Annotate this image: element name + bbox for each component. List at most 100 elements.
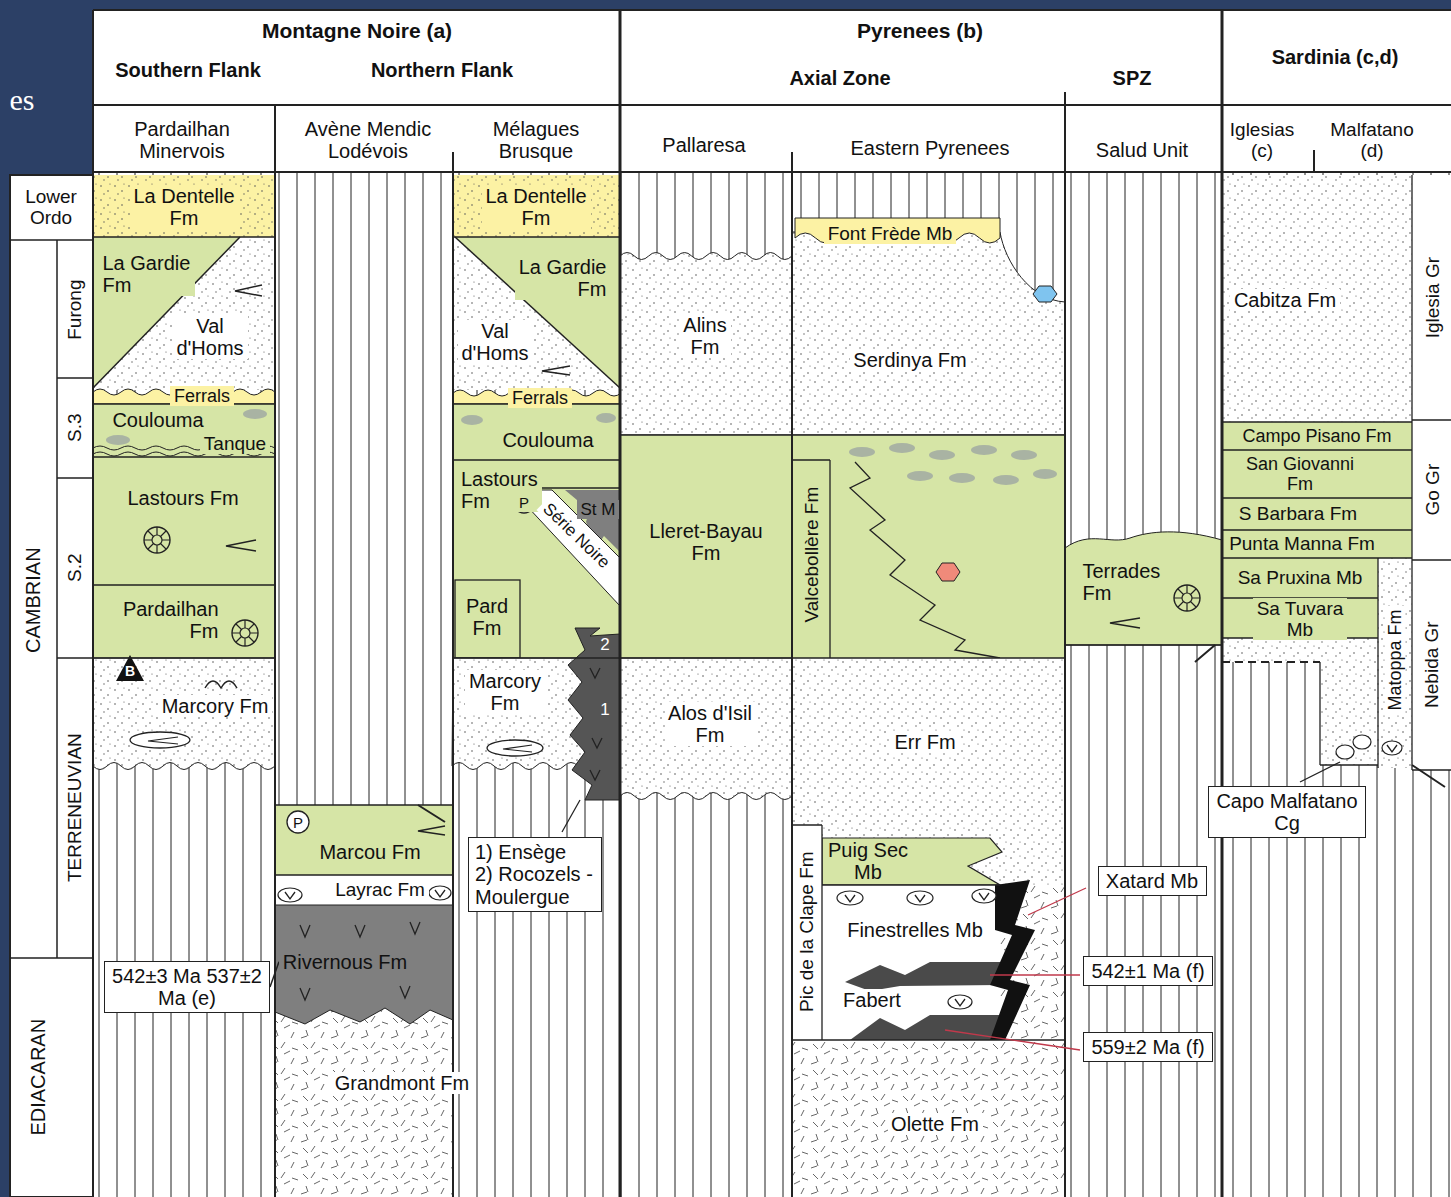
fossil-symbols — [1011, 450, 1037, 460]
fossil-symbols — [106, 435, 130, 445]
fossil-symbols — [929, 450, 955, 460]
callout-number: 2 — [600, 635, 611, 654]
time-scale-label: Lower Ordo — [25, 186, 78, 229]
unit-name: Ferrals — [511, 388, 569, 408]
leader-lines — [945, 1030, 1080, 1050]
fossil-symbols — [106, 409, 1057, 485]
section-header: Malfatano (d) — [1330, 119, 1415, 162]
unit-name: Val d'Homs — [176, 315, 245, 360]
age-callout: 542±1 Ma (f) — [1083, 956, 1213, 986]
time-scale-label: EDIACARAN — [27, 1018, 49, 1136]
unit-name: San Giovanni Fm — [1245, 454, 1355, 494]
unit-name: Matoppa Fm — [1385, 608, 1405, 711]
strata-fills — [850, 1015, 1000, 1040]
callout-text: 1) Ensège — [475, 841, 595, 863]
callout-number: 1 — [600, 700, 611, 719]
section-header: Avène Mendic Lodévois — [304, 118, 432, 163]
time-scale-label: S.2 — [64, 553, 85, 583]
strata-fills — [1320, 662, 1378, 765]
fossil-symbols — [1033, 469, 1057, 479]
unit-name: La Dentelle Fm — [133, 185, 236, 230]
strata-fills — [453, 175, 620, 237]
formation-unit: Coulouma — [499, 429, 598, 451]
formation-unit: Valcebollère Fm — [800, 483, 821, 626]
age-callout: 542±3 Ma 537±2 Ma (e) — [104, 961, 270, 1014]
strata-fills — [792, 232, 1065, 435]
fossil-symbols — [232, 620, 258, 646]
fossil-symbols — [278, 735, 1402, 1009]
age-callout: Xatard Mb — [1098, 866, 1207, 896]
unit-name: Lleret-Bayau Fm — [649, 520, 764, 565]
region-header: SPZ — [1112, 67, 1152, 89]
region-header: Southern Flank — [115, 59, 262, 81]
fossil-marker: P — [292, 815, 304, 832]
time-scale-label: S.3 — [64, 413, 85, 443]
strata-fills — [620, 658, 792, 800]
formation-unit: Puig Sec Mb — [824, 839, 912, 884]
fossil-marker: P — [518, 495, 530, 512]
unit-name: Nebida Gr — [1421, 621, 1442, 709]
unit-name: Coulouma — [502, 429, 595, 451]
formation-unit: Marcou Fm — [316, 841, 425, 863]
unit-name: Err Fm — [894, 731, 957, 753]
formation-unit: San Giovanni Fm — [1242, 454, 1358, 494]
chart-ground — [10, 10, 1451, 1197]
fossil-symbols — [205, 681, 237, 688]
region-header: Axial Zone — [789, 67, 892, 89]
strata-fills — [845, 962, 1000, 991]
fossil-symbols — [849, 447, 875, 457]
fossil-marker: B — [124, 664, 136, 680]
unit-name: Pardailhan Fm — [122, 598, 219, 643]
section-header: Pallaresa — [662, 134, 747, 156]
unit-name: S Barbara Fm — [1238, 503, 1358, 524]
formation-unit: Grandmont Fm — [331, 1072, 473, 1094]
formation-unit: Pard Fm — [462, 595, 512, 640]
unit-name: Olette Fm — [891, 1113, 980, 1135]
age-callout: 1) Ensège2) Rocozels - Moulergue — [468, 837, 602, 912]
formation-unit: Sa Pruxina Mb — [1234, 567, 1366, 588]
unit-name: Alins Fm — [683, 314, 728, 359]
strata-fills — [93, 404, 275, 457]
strata-fills — [1222, 422, 1412, 558]
time-scale-label: CAMBRIAN — [22, 546, 44, 653]
strata-fills — [792, 1040, 1065, 1197]
unit-name: Sa Pruxina Mb — [1237, 567, 1363, 588]
formation-unit: Coulouma — [109, 409, 208, 431]
formation-unit: Fabert — [840, 989, 905, 1011]
callout-text: Xatard Mb — [1105, 870, 1200, 892]
unit-name: Fabert — [843, 989, 902, 1011]
strata-fills — [455, 237, 620, 388]
strata-fills — [275, 905, 453, 1024]
unit-name: Alos d'Isil Fm — [668, 702, 753, 747]
section-header: Pallaresa — [662, 134, 747, 156]
strata-fills — [792, 435, 1065, 658]
fossil-symbols — [1110, 618, 1140, 628]
section-header: Mélagues Brusque — [492, 118, 580, 163]
unit-name: Campo Pisano Fm — [1242, 426, 1393, 446]
unit-name: Tanque — [203, 433, 267, 454]
unit-name: Lastours Fm — [127, 487, 240, 509]
formation-unit: Pic de la Clape Fm — [796, 848, 817, 1016]
fossil-symbols — [487, 740, 543, 756]
strata-fills — [1378, 558, 1412, 768]
strata-fills — [93, 175, 275, 237]
unit-name: Puig Sec Mb — [827, 839, 909, 884]
fossil-symbols — [144, 527, 170, 553]
unit-name: Ferrals — [173, 386, 231, 406]
region-header: Northern Flank — [370, 59, 514, 81]
group-band: Go Gr — [1421, 460, 1442, 519]
section-header: Salud Unit — [1095, 139, 1189, 161]
region-header: Northern Flank — [370, 59, 514, 81]
unit-name: Valcebollère Fm — [800, 486, 821, 623]
unit-name: Coulouma — [112, 409, 205, 431]
grid-lines — [1222, 661, 1320, 663]
strata-fills — [1222, 638, 1378, 662]
fossil-marker: P — [518, 495, 530, 512]
unit-name: Sa Tuvara Mb — [1256, 598, 1344, 641]
formation-unit: Rivernous Fm — [279, 951, 411, 973]
region-header: Axial Zone — [789, 67, 892, 89]
section-header: Eastern Pyrenees — [850, 137, 1010, 159]
section-header: Iglesias (c) — [1229, 119, 1295, 162]
group-band: Nebida Gr — [1421, 618, 1442, 712]
unit-name: La Gardie Fm — [518, 256, 607, 301]
